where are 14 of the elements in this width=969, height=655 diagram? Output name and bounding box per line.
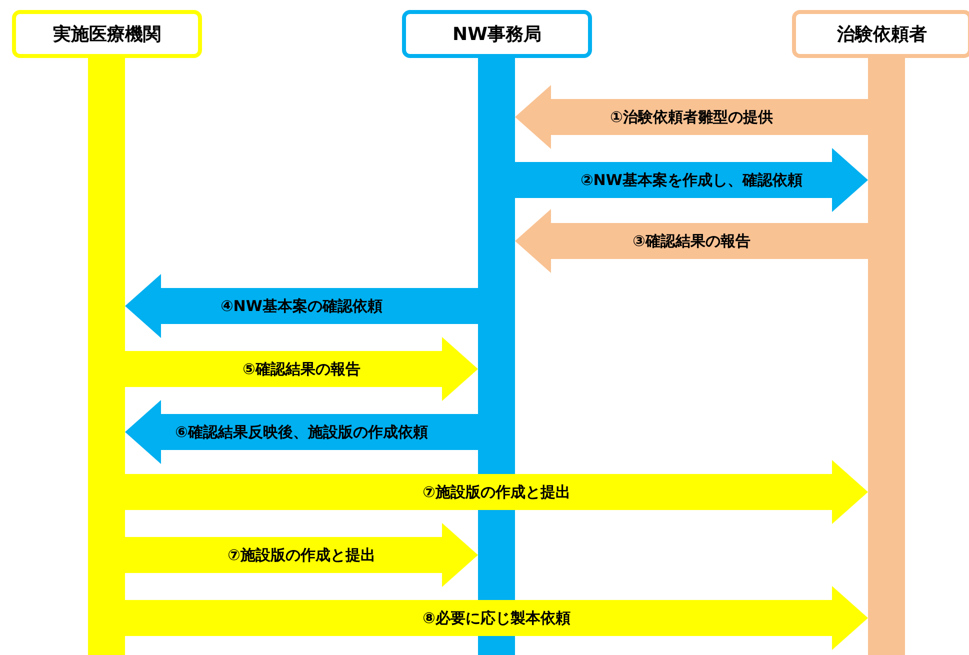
arrow (125, 460, 868, 524)
arrow (125, 586, 868, 650)
edge-label: ③確認結果の報告 (630, 231, 752, 251)
lifeline-header: NW事務局 (402, 10, 592, 58)
edge-label: ①治験依頼者雛型の提供 (608, 107, 775, 127)
lifeline-header: 実施医療機関 (12, 10, 202, 58)
edge-label: ④NW基本案の確認依頼 (218, 296, 384, 316)
edge-label: ②NW基本案を作成し、確認依頼 (578, 170, 804, 190)
edge-label: ⑤確認結果の報告 (240, 359, 362, 379)
lifeline-header: 治験依頼者 (792, 10, 969, 58)
lifeline-bar (868, 58, 905, 655)
lifeline-bar (88, 58, 125, 655)
edge-label: ⑧必要に応じ製本依頼 (420, 608, 572, 628)
edge-label: ⑥確認結果反映後、施設版の作成依頼 (173, 422, 430, 442)
